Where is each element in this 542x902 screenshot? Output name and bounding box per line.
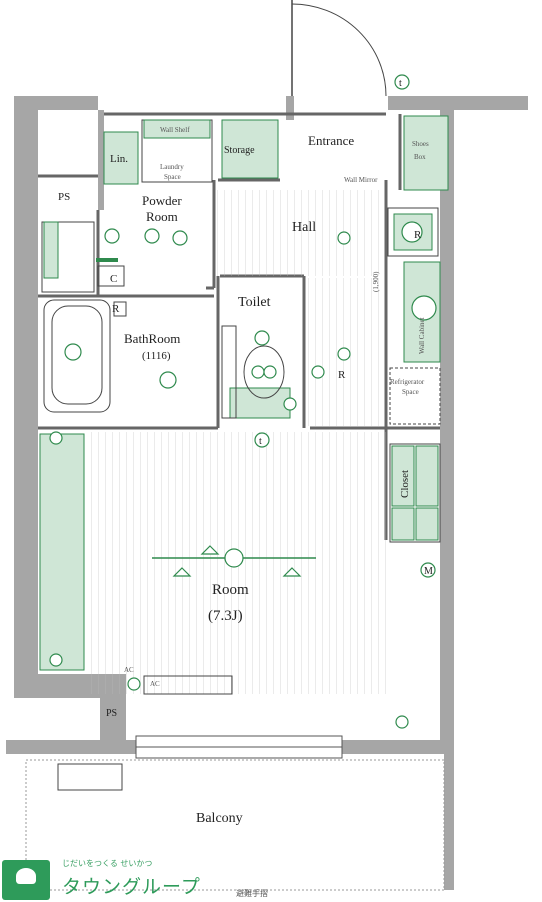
laundry-space [141,119,213,183]
marker-r-kitchen: R [414,229,422,241]
kitchen-stove [387,207,439,257]
storage-box [221,119,279,179]
entrance-door [291,0,387,97]
toilet-fixture [221,325,291,419]
label-toilet: Toilet [238,295,271,310]
window [135,735,343,759]
bathtub [43,299,177,413]
label-shoes-1: Shoes [412,140,429,148]
label-bath-2: (1116) [142,350,171,362]
label-wall-cabinet: Wall Cabinet [418,317,426,354]
linen-box [103,131,139,185]
label-wall-shelf: Wall Shelf [160,126,190,134]
label-bath-1: BathRoom [124,331,180,346]
label-refrigerator-2: Space [402,388,419,396]
label-lin: Lin. [110,153,128,165]
marker-c: C [110,273,117,285]
footnote: 避難手摺 [236,889,268,898]
refrigerator-space [389,367,441,425]
room-wall-cabinet [39,433,85,671]
marker-m: M [424,566,433,577]
ceiling-light [152,545,316,577]
brand-logo-icon [2,860,50,900]
brand-name: タウングループ [62,876,201,898]
balcony-area [25,759,445,891]
label-wall-mirror: Wall Mirror [344,176,378,184]
marker-r-bath: R [112,303,120,315]
marker-ac-1: AC [124,666,134,674]
label-entrance: Entrance [308,133,354,148]
marker-t-room-circle [254,432,270,448]
marker-m-circle [420,562,436,578]
label-room-1: Room [212,582,249,598]
marker-r-hall: R [338,369,346,381]
marker-t-top: t [399,78,402,89]
label-powder-1: Powder [142,193,182,208]
label-storage: Storage [224,145,255,156]
label-laundry-1: Laundry [160,163,184,171]
label-ps-upper: PS [58,191,70,203]
marker-dim: (1,900) [372,271,380,292]
powder-vanity [41,221,188,293]
label-room-2: (7.3J) [208,608,243,624]
label-powder-2: Room [146,209,178,224]
marker-t-top-circle [394,74,410,90]
outlets [49,231,409,729]
label-shoes-2: Box [414,153,426,161]
shoes-box [403,115,449,191]
hall-floor [216,190,384,276]
ac-unit [143,675,233,695]
marker-ac-2: AC [150,680,160,688]
closet-unit [389,443,441,543]
label-hall: Hall [292,220,316,235]
kitchen-sink [403,261,441,363]
label-refrigerator-1: Refrigerator [390,378,425,386]
brand-block: じだいをつくる せいかつ タウングループ [0,856,240,902]
label-closet: Closet [399,470,411,498]
label-ps-lower: PS [106,708,117,719]
brand-tagline: じだいをつくる せいかつ [62,859,153,868]
label-laundry-2: Space [164,173,181,181]
marker-t-room: t [259,436,262,447]
label-balcony: Balcony [196,811,243,826]
